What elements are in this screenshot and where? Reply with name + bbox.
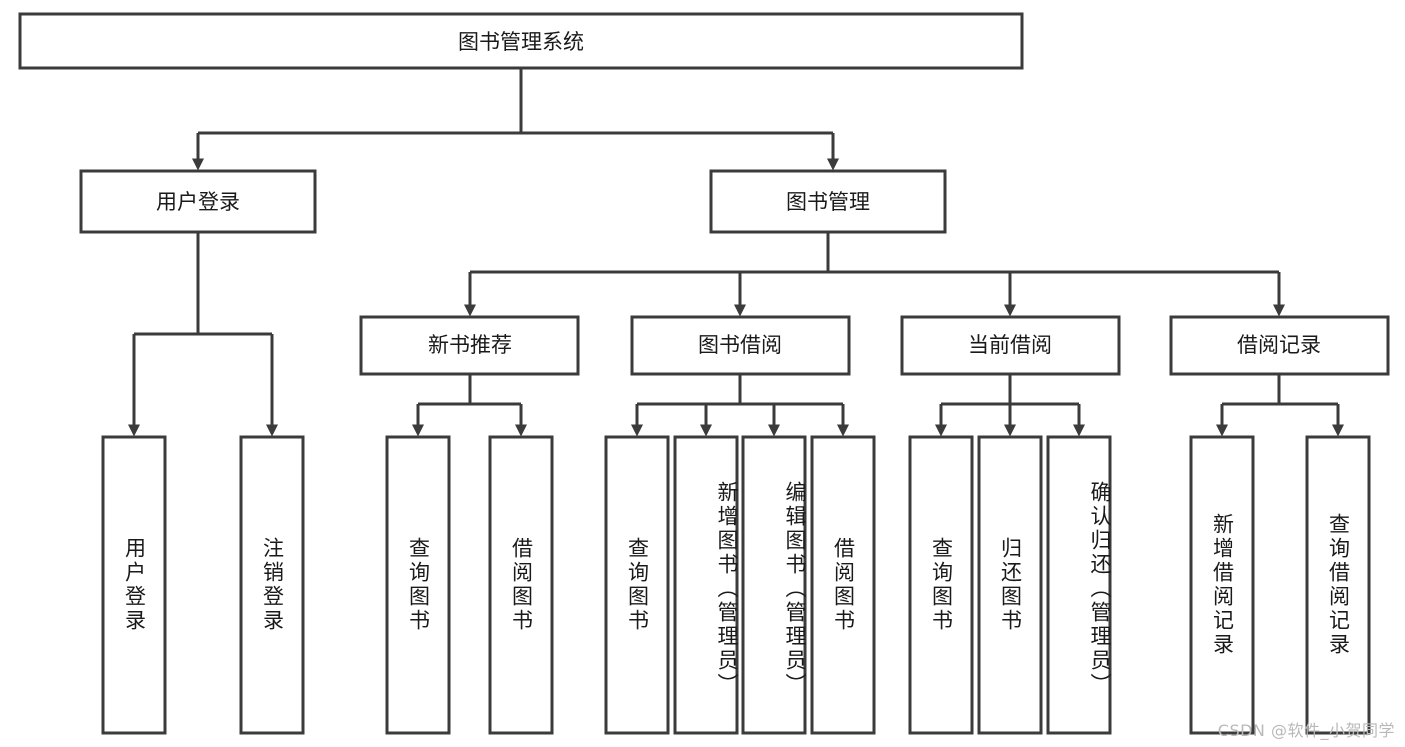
leaf-book-borrow-1[interactable] (604, 435, 670, 735)
node-new-book-recommend-label: 新书推荐 (428, 333, 512, 357)
node-current-borrow-label: 当前借阅 (968, 333, 1052, 357)
leaf-current-borrow-1[interactable] (908, 435, 974, 735)
node-book-management-label: 图书管理 (786, 190, 870, 214)
node-borrow-record[interactable] (1169, 315, 1390, 376)
node-new-book-recommend[interactable] (359, 315, 580, 376)
node-book-borrow[interactable] (630, 315, 851, 376)
leaf-book-borrow-4[interactable] (810, 435, 876, 735)
leaf-book-borrow-3[interactable] (741, 435, 807, 735)
leaf-new-book-1[interactable] (385, 435, 451, 735)
leaf-user-login-1[interactable] (101, 435, 167, 735)
csdn-watermark: CSDN @软件_小贺同学 (1217, 721, 1395, 740)
node-root[interactable] (18, 12, 1024, 70)
node-user-login-label: 用户登录 (156, 190, 240, 214)
leaf-borrow-record-1[interactable] (1189, 435, 1255, 735)
leaf-user-login-2[interactable] (239, 435, 305, 735)
leaf-new-book-2[interactable] (488, 435, 554, 735)
leaf-current-borrow-2[interactable] (977, 435, 1043, 735)
leaf-book-borrow-2[interactable] (673, 435, 739, 735)
leaf-borrow-record-2[interactable] (1305, 435, 1371, 735)
node-borrow-record-label: 借阅记录 (1237, 333, 1321, 357)
node-book-borrow-label: 图书借阅 (698, 333, 782, 357)
leaf-current-borrow-3[interactable] (1046, 435, 1112, 735)
node-root-label: 图书管理系统 (458, 30, 584, 54)
node-book-management[interactable] (709, 169, 947, 234)
node-current-borrow[interactable] (900, 315, 1121, 376)
